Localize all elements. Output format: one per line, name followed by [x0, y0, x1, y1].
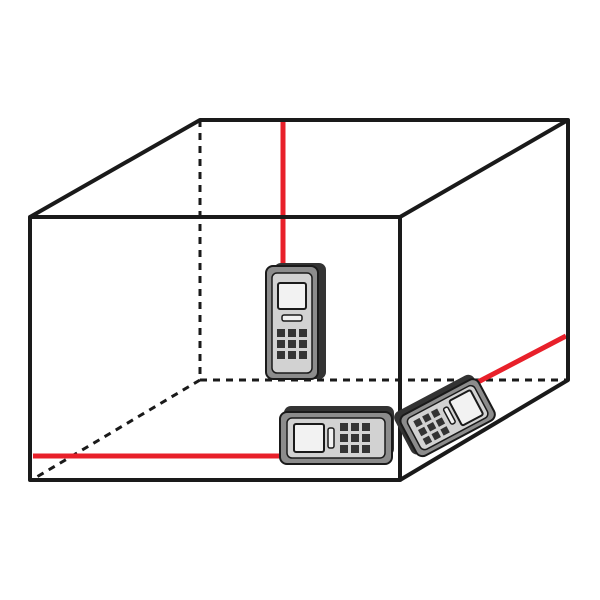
device-top [265, 263, 326, 380]
device-floor-front-screen [293, 423, 325, 453]
device-floor-side-button [442, 406, 456, 425]
laser-beam-side-wall [476, 333, 568, 385]
device-top-button [281, 314, 303, 322]
left-floor-diagonal-edge [34, 378, 201, 480]
laser-beams [33, 120, 568, 459]
device-top-screen [277, 282, 307, 310]
box-outline [28, 118, 570, 482]
device-floor-side-screen [448, 389, 484, 427]
device-floor-side-keypad [413, 408, 450, 446]
device-floor-side [394, 374, 496, 458]
device-floor-front-button [327, 427, 335, 449]
top-face-edges [29, 118, 570, 219]
hidden-edges [34, 120, 568, 480]
front-face [28, 215, 402, 482]
device-top-keypad [277, 329, 307, 359]
device-floor-front [279, 406, 394, 465]
device-floor-front-keypad [340, 423, 370, 453]
right-side-edges [398, 120, 570, 482]
